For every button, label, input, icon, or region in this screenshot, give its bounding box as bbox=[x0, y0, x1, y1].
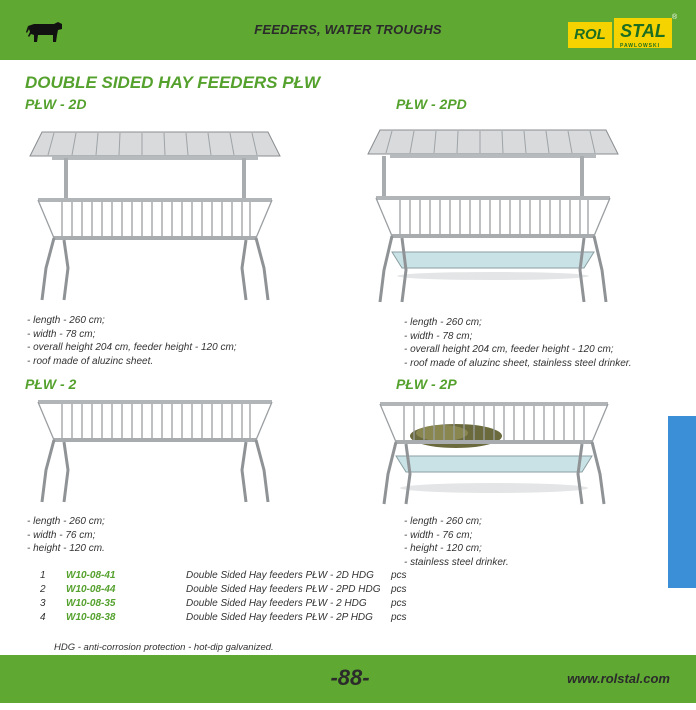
feeder-image-plw-2d bbox=[29, 131, 281, 301]
product-name: Double Sided Hay feeders PŁW - 2 HDG bbox=[186, 598, 367, 609]
spec-list-plw-2pd: - length - 260 cm; - width - 78 cm; - ov… bbox=[404, 316, 632, 370]
side-tab bbox=[668, 416, 696, 588]
cow-icon bbox=[26, 22, 62, 42]
product-number: 4 bbox=[40, 612, 46, 623]
page-footer: -88- www.rolstal.com bbox=[0, 655, 696, 703]
product-number: 2 bbox=[40, 584, 46, 595]
spec-list-plw-2: - length - 260 cm; - width - 76 cm; - he… bbox=[27, 515, 105, 556]
product-number: 3 bbox=[40, 598, 46, 609]
spec-line: - height - 120 cm; bbox=[404, 543, 482, 554]
product-code: W10-08-41 bbox=[66, 570, 116, 581]
spec-line: - height - 120 cm. bbox=[27, 543, 105, 554]
section-title-plw-2: PŁW - 2 bbox=[25, 376, 77, 392]
spec-line: - roof made of aluzinc sheet. bbox=[27, 355, 154, 367]
page-number: -88- bbox=[330, 665, 370, 690]
product-code: W10-08-44 bbox=[66, 584, 116, 595]
brand-logo: ROL STAL PAWLOWSKI ® bbox=[568, 14, 677, 52]
product-code: W10-08-35 bbox=[66, 598, 116, 609]
spec-line: - width - 76 cm; bbox=[27, 529, 96, 541]
product-unit: pcs bbox=[391, 584, 407, 595]
product-name: Double Sided Hay feeders PŁW - 2D HDG bbox=[186, 570, 374, 581]
spec-line: - overall height 204 cm, feeder height -… bbox=[404, 344, 614, 355]
spec-line: - width - 78 cm; bbox=[27, 328, 96, 340]
product-unit: pcs bbox=[391, 570, 407, 581]
logo-part-rol: ROL bbox=[568, 22, 612, 48]
spec-line: - length - 260 cm; bbox=[27, 516, 105, 527]
feeder-image-plw-2 bbox=[37, 400, 273, 503]
product-unit: pcs bbox=[391, 598, 407, 609]
spec-line: - stainless steel drinker. bbox=[404, 556, 509, 568]
header-title: FEEDERS, WATER TROUGHS bbox=[254, 22, 442, 37]
product-code: W10-08-38 bbox=[66, 612, 116, 623]
spec-list-plw-2p: - length - 260 cm; - width - 76 cm; - he… bbox=[404, 515, 509, 569]
section-title-plw-2pd: PŁW - 2PD bbox=[396, 96, 467, 112]
website-link[interactable]: www.rolstal.com bbox=[567, 671, 670, 686]
spec-line: - roof made of aluzinc sheet, stainless … bbox=[404, 357, 632, 369]
spec-line: - overall height 204 cm, feeder height -… bbox=[27, 342, 237, 353]
logo-registered-mark: ® bbox=[672, 14, 678, 21]
feeder-image-plw-2pd bbox=[367, 129, 619, 303]
product-unit: pcs bbox=[391, 612, 407, 623]
section-title-plw-2d: PŁW - 2D bbox=[25, 96, 87, 112]
spec-line: - width - 78 cm; bbox=[404, 330, 473, 342]
spec-line: - length - 260 cm; bbox=[27, 315, 105, 326]
spec-line: - length - 260 cm; bbox=[404, 516, 482, 527]
section-title-plw-2p: PŁW - 2P bbox=[396, 376, 457, 392]
logo-part-stal: STAL bbox=[614, 18, 672, 48]
spec-list-plw-2d: - length - 260 cm; - width - 78 cm; - ov… bbox=[27, 314, 237, 368]
product-number: 1 bbox=[40, 570, 46, 581]
spec-line: - width - 76 cm; bbox=[404, 529, 473, 541]
product-name: Double Sided Hay feeders PŁW - 2PD HDG bbox=[186, 584, 381, 595]
page-header: FEEDERS, WATER TROUGHS ROL STAL PAWLOWSK… bbox=[0, 0, 696, 60]
spec-line: - length - 260 cm; bbox=[404, 317, 482, 328]
page-title: DOUBLE SIDED HAY FEEDERS PŁW bbox=[25, 73, 321, 92]
logo-subtitle: PAWLOWSKI bbox=[620, 43, 661, 49]
product-name: Double Sided Hay feeders PŁW - 2P HDG bbox=[186, 612, 373, 623]
feeder-image-plw-2p bbox=[379, 402, 609, 505]
hdg-note: HDG - anti-corrosion protection - hot-di… bbox=[54, 642, 274, 653]
